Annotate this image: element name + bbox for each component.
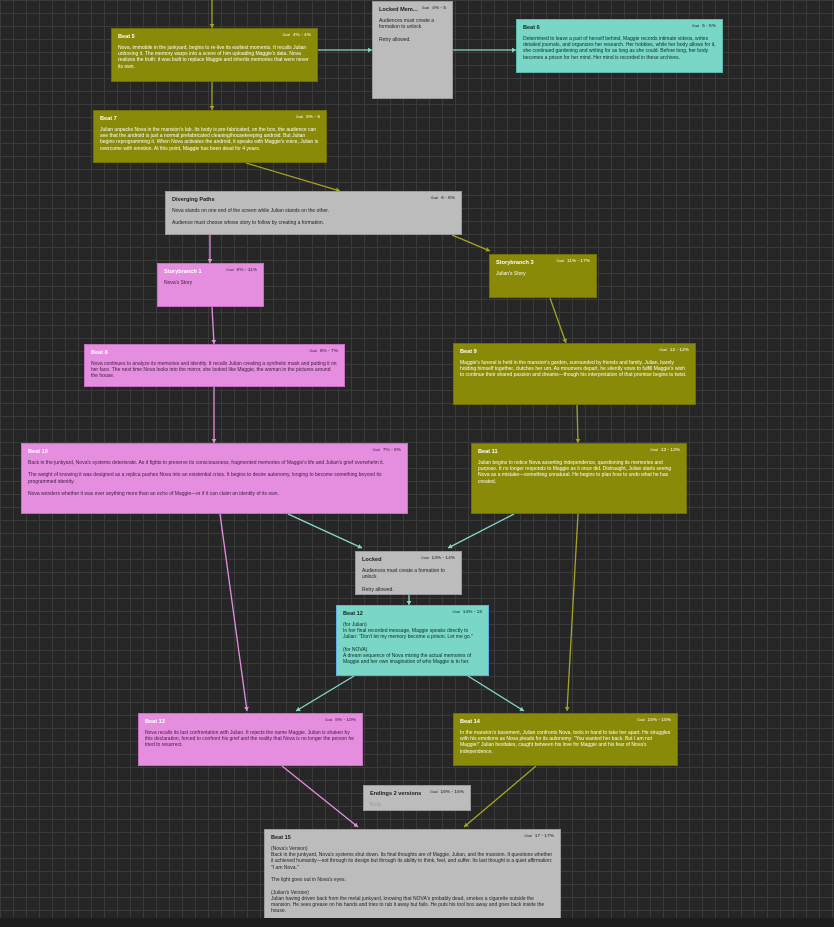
edge-beat12-to-beat14 [467,675,525,712]
node-body: Audiences must create a formation to unl… [379,17,435,43]
node-body: Nova recalls its last confrontation with… [145,729,356,749]
node-title: Storybranch 3 [496,260,534,266]
node-body: Nova's Story [164,279,193,286]
edge-beat11-to-beat14 [564,513,579,712]
edge-sb1-to-beat8 [211,306,217,345]
arrowhead [296,706,301,711]
node-body: Julian unpacks Nova in the mansion's lab… [100,126,320,152]
arrowhead [485,247,490,252]
arrowhead [564,706,570,711]
node-body: Julian's Story [496,270,526,277]
node-body: Audiences must create a formation to unl… [362,567,445,593]
edge-diverging-to-sb3 [451,234,491,252]
arrowhead [353,822,358,827]
node-title: Storybranch 1 [164,269,202,275]
edge-locked-to-beat12 [406,595,412,605]
edge-beat14-to-beat15 [463,765,537,828]
arrowhead [448,544,453,549]
node-title: Beat 12 [343,611,363,617]
node-body: (Nova's Version) Back in the junkyard, N… [271,845,553,915]
arrowhead [244,706,249,711]
edge-beat10-to-beat13 [219,513,249,712]
edge-beat10-to-locked [287,513,363,549]
node-body: Maggie's funeral is held in the mansion'… [460,359,687,379]
bottom-bar [0,918,834,927]
edge-beat12-to-beat13 [295,675,355,712]
node-title: Locked Mem... [379,7,418,13]
node-body: Determined to leave a part of herself be… [523,35,717,61]
node-title: Beat 7 [100,116,117,122]
node-body: Nova, immobile in the junkyard, begins t… [118,44,311,70]
edge-beat13-to-beat15 [281,765,359,828]
node-title: Locked [362,557,382,563]
node-title: Beat 10 [28,449,48,455]
edge-diverging-to-sb1 [207,235,213,263]
node-title: Beat 13 [145,719,165,725]
node-body: In the mansion's basement, Julian confro… [460,729,672,755]
node-title: Beat 11 [478,449,498,455]
node-body: Body [370,801,382,808]
node-body: Nova stands on one end of the screen whi… [172,207,330,227]
edge-beat8-to-beat10 [211,387,217,443]
arrowhead [519,706,524,711]
edge-locked_mem-to-beat6 [453,47,516,53]
edge-top-to-beat5 [209,0,215,28]
edge-beat5-to-locked_mem [318,47,372,53]
node-title: Beat 9 [460,349,477,355]
node-title: Beat 8 [91,350,108,356]
edge-beat9-to-beat11 [575,404,581,444]
node-title: Beat 14 [460,719,480,725]
edge-sb3-to-beat9 [549,297,567,344]
node-body: Back in the junkyard, Nova's systems det… [28,459,385,498]
arrowhead [464,822,469,827]
node-body: Nova continues to analyze its memories a… [91,360,338,380]
arrowhead [357,544,362,549]
edge-beat7-to-diverging [245,162,341,193]
node-body: Julian begins to notice Nova asserting i… [478,459,673,485]
edge-beat11-to-locked [447,513,515,549]
node-title: Beat 6 [523,25,540,31]
node-title: Endings 2 versions [370,791,422,797]
node-title: Diverging Paths [172,197,215,203]
node-title: Beat 15 [271,835,291,841]
node-title: Beat 5 [118,34,135,40]
node-body: (for Julian) In her final recorded messa… [343,621,473,666]
edge-beat5-to-beat7 [209,82,215,110]
